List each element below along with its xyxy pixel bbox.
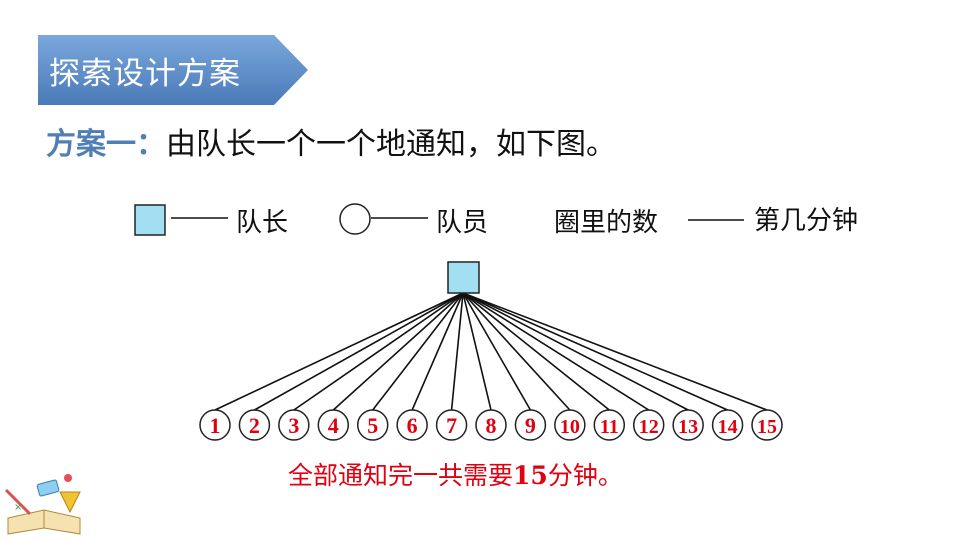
node-label-11: 11 — [600, 416, 619, 438]
member-node-6 — [396, 409, 428, 441]
leader-square — [447, 261, 480, 294]
legend-member-circle — [339, 203, 371, 235]
tree-edges — [214, 292, 768, 411]
node-label-6: 6 — [407, 413, 418, 438]
legend-number-caption: 圈里的数 — [554, 208, 659, 238]
node-label-1: 1 — [210, 413, 221, 438]
legend-minute-label: 第几分钟 — [754, 206, 859, 236]
svg-text:×: × — [14, 502, 22, 513]
legend-leader-label: 队长 — [236, 208, 289, 238]
node-label-10: 10 — [560, 416, 580, 438]
edge-1 — [214, 292, 464, 411]
edge-12 — [462, 292, 650, 411]
member-node-12 — [632, 409, 665, 441]
node-label-9: 9 — [525, 413, 536, 438]
edge-15 — [462, 292, 768, 411]
member-node-1 — [199, 409, 231, 441]
member-node-10 — [554, 409, 586, 441]
title-banner: 探索设计方案 — [38, 35, 308, 105]
edge-10 — [462, 292, 571, 411]
member-node-2 — [238, 409, 271, 441]
summary-minutes: 15 — [513, 461, 548, 490]
member-node-11 — [593, 409, 626, 441]
legend-member-label: 队员 — [436, 208, 489, 238]
edge-9 — [462, 292, 532, 411]
plan-label: 方案一： — [46, 127, 166, 162]
edge-7 — [450, 292, 464, 411]
member-node-8 — [475, 409, 507, 441]
node-label-4: 4 — [328, 413, 339, 438]
edge-5 — [372, 292, 464, 411]
edge-6 — [411, 292, 464, 411]
node-label-14: 14 — [718, 416, 738, 438]
banner-arrow-shape — [38, 35, 308, 105]
edge-14 — [462, 292, 728, 411]
node-label-15: 15 — [757, 416, 777, 438]
node-label-12: 12 — [639, 416, 659, 438]
edge-4 — [332, 292, 464, 411]
node-label-13: 13 — [678, 416, 698, 438]
edge-3 — [293, 292, 464, 411]
member-node-13 — [672, 409, 704, 441]
plan-line: 方案一：由队长一个一个地通知，如下图。 — [46, 119, 616, 163]
banner-title: 探索设计方案 — [49, 56, 241, 92]
summary-text: 全部通知完一共需要15分钟。 — [288, 456, 623, 492]
legend-leader-square — [134, 204, 166, 236]
edge-13 — [462, 292, 689, 411]
edge-11 — [462, 292, 610, 411]
summary-suffix: 分钟。 — [547, 461, 623, 490]
node-label-2: 2 — [249, 413, 260, 438]
school-supplies-icon: × — [4, 474, 81, 535]
node-label-3: 3 — [288, 413, 299, 438]
node-label-8: 8 — [486, 413, 497, 438]
member-node-5 — [356, 409, 389, 441]
member-node-7 — [435, 409, 468, 441]
edge-2 — [254, 292, 464, 411]
member-node-9 — [514, 409, 547, 441]
node-label-5: 5 — [367, 413, 378, 438]
member-node-3 — [278, 409, 310, 441]
edge-8 — [462, 292, 492, 411]
plan-text: 由队长一个一个地通知，如下图。 — [166, 127, 616, 162]
member-node-15 — [751, 409, 783, 441]
member-node-14 — [711, 409, 744, 441]
summary-prefix: 全部通知完一共需要 — [288, 461, 514, 490]
node-label-7: 7 — [446, 413, 457, 438]
member-node-4 — [317, 409, 350, 441]
